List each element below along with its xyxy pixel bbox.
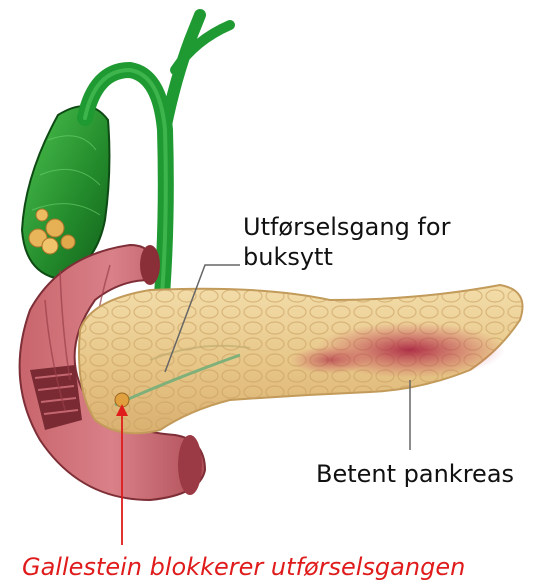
- duct-label-line2: buksytt: [243, 242, 450, 272]
- duct-label: Utførselsgang for buksytt: [243, 212, 450, 272]
- duct-label-line1: Utførselsgang for: [243, 212, 450, 242]
- pancreas-label: Betent pankreas: [316, 459, 514, 489]
- gallstone-label: Gallestein blokkerer utførselsgangen: [22, 552, 465, 582]
- pancreas: [79, 285, 523, 433]
